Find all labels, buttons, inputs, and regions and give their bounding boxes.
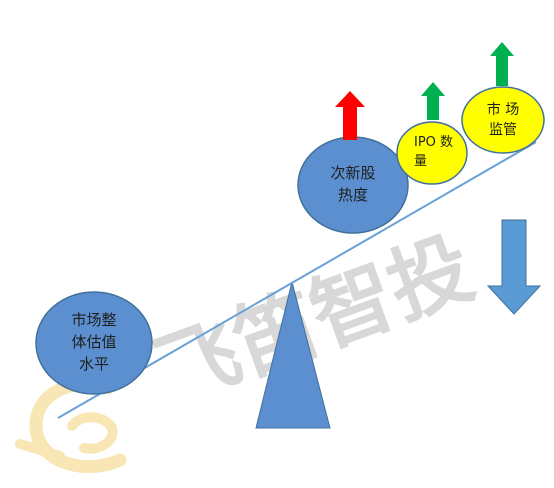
- label-regulation: 市 场 监管: [486, 101, 520, 138]
- label-ipo-count: IPO 数 量: [414, 135, 454, 169]
- blue-arrow-down-icon: [486, 219, 542, 315]
- label-new-stock-heat: 次新股 热度: [330, 164, 376, 204]
- fulcrum-triangle: [255, 281, 331, 429]
- watermark-logo-icon: [15, 377, 127, 474]
- bubble-market-valuation: [35, 291, 153, 395]
- label-market-valuation: 市场整 体估值 水平: [71, 311, 117, 373]
- green-arrow-up-regulation-icon: [490, 42, 514, 86]
- bubble-ipo-count: [396, 121, 468, 185]
- green-arrow-up-ipo-icon: [421, 82, 445, 120]
- bubble-regulation: [461, 86, 545, 154]
- red-arrow-up-icon: [335, 91, 365, 140]
